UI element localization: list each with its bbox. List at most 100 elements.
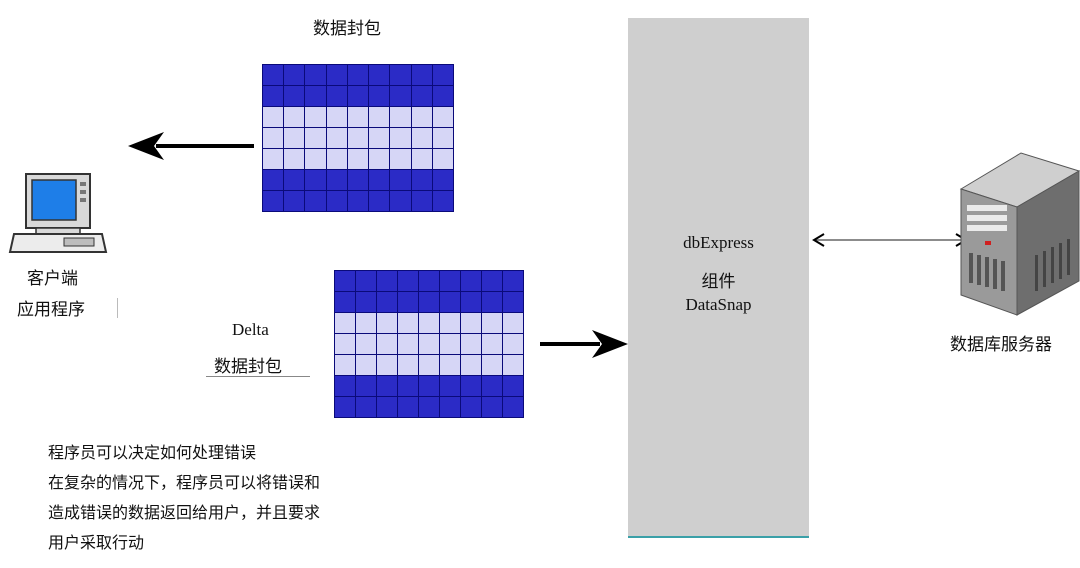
packet-cell (390, 170, 411, 190)
packet-cell (432, 170, 453, 190)
packet-cell (356, 271, 376, 291)
packet-cell (503, 376, 523, 396)
packet-cell (419, 271, 439, 291)
client-label-line1: 客户端 (27, 269, 78, 289)
client-computer-icon (8, 173, 108, 253)
packet-cell (369, 149, 390, 169)
packet-cell (390, 149, 411, 169)
packet-cell (305, 191, 326, 211)
packet-cell (356, 313, 376, 333)
packet-cell (440, 376, 460, 396)
packet-cell (284, 149, 305, 169)
packet-cell (398, 313, 418, 333)
delta-label: Delta (232, 320, 269, 339)
packet-cell (390, 191, 411, 211)
packet-cell (305, 128, 326, 148)
packet-cell (419, 334, 439, 354)
packet-cell (440, 355, 460, 375)
packet-cell (305, 107, 326, 127)
packet-cell (503, 271, 523, 291)
packet-cell (411, 65, 432, 85)
packet-cell (305, 65, 326, 85)
packet-cell (390, 65, 411, 85)
top-packet-label: 数据封包 (313, 19, 381, 39)
arrow-to-client (128, 132, 254, 160)
packet-cell (284, 107, 305, 127)
packet-cell (440, 313, 460, 333)
packet-cell (326, 107, 347, 127)
delta-packet-grid (334, 270, 524, 418)
arrow-to-component (540, 330, 628, 358)
packet-cell (356, 292, 376, 312)
note-line-4: 用户采取行动 (48, 533, 145, 552)
packet-cell (284, 128, 305, 148)
packet-cell (377, 376, 397, 396)
packet-cell (263, 107, 284, 127)
packet-cell (326, 86, 347, 106)
packet-cell (377, 334, 397, 354)
packet-cell (432, 191, 453, 211)
packet-cell (411, 191, 432, 211)
packet-cell (461, 397, 481, 417)
packet-cell (432, 128, 453, 148)
packet-cell (482, 397, 502, 417)
packet-cell (390, 86, 411, 106)
packet-cell (347, 149, 369, 169)
packet-cell (482, 355, 502, 375)
packet-cell (461, 334, 481, 354)
packet-cell (440, 271, 460, 291)
packet-cell (411, 128, 432, 148)
packet-cell (369, 86, 390, 106)
packet-cell (377, 355, 397, 375)
packet-cell (369, 65, 390, 85)
packet-cell (503, 292, 523, 312)
packet-cell (432, 149, 453, 169)
packet-cell (419, 292, 439, 312)
packet-cell (284, 191, 305, 211)
packet-cell (432, 107, 453, 127)
packet-cell (326, 149, 347, 169)
packet-cell (461, 355, 481, 375)
packet-cell (503, 355, 523, 375)
packet-cell (482, 292, 502, 312)
packet-cell (326, 170, 347, 190)
packet-cell (335, 313, 355, 333)
packet-cell (347, 191, 369, 211)
packet-cell (305, 86, 326, 106)
packet-cell (356, 376, 376, 396)
delta-packet-label: 数据封包 (214, 357, 282, 377)
packet-cell (326, 65, 347, 85)
packet-cell (284, 86, 305, 106)
packet-cell (432, 65, 453, 85)
double-arrow-connector (812, 233, 968, 247)
component-panel-edge (628, 536, 809, 538)
packet-cell (326, 128, 347, 148)
data-packet-grid (262, 64, 454, 212)
packet-cell (398, 397, 418, 417)
packet-cell (347, 65, 369, 85)
packet-cell (411, 86, 432, 106)
packet-cell (377, 313, 397, 333)
packet-cell (503, 397, 523, 417)
packet-cell (461, 292, 481, 312)
packet-cell (347, 170, 369, 190)
packet-cell (419, 397, 439, 417)
packet-cell (356, 334, 376, 354)
packet-cell (440, 334, 460, 354)
packet-cell (284, 65, 305, 85)
packet-cell (482, 376, 502, 396)
component-label-line1: dbExpress (683, 233, 754, 252)
packet-cell (398, 355, 418, 375)
component-label-line2: 组件 (701, 272, 736, 292)
packet-cell (398, 271, 418, 291)
packet-cell (369, 107, 390, 127)
packet-cell (377, 397, 397, 417)
packet-cell (482, 271, 502, 291)
packet-cell (411, 170, 432, 190)
packet-cell (263, 191, 284, 211)
packet-cell (263, 65, 284, 85)
packet-cell (369, 191, 390, 211)
packet-cell (263, 128, 284, 148)
packet-cell (305, 170, 326, 190)
note-line-3: 造成错误的数据返回给用户，并且要求 (48, 503, 321, 522)
